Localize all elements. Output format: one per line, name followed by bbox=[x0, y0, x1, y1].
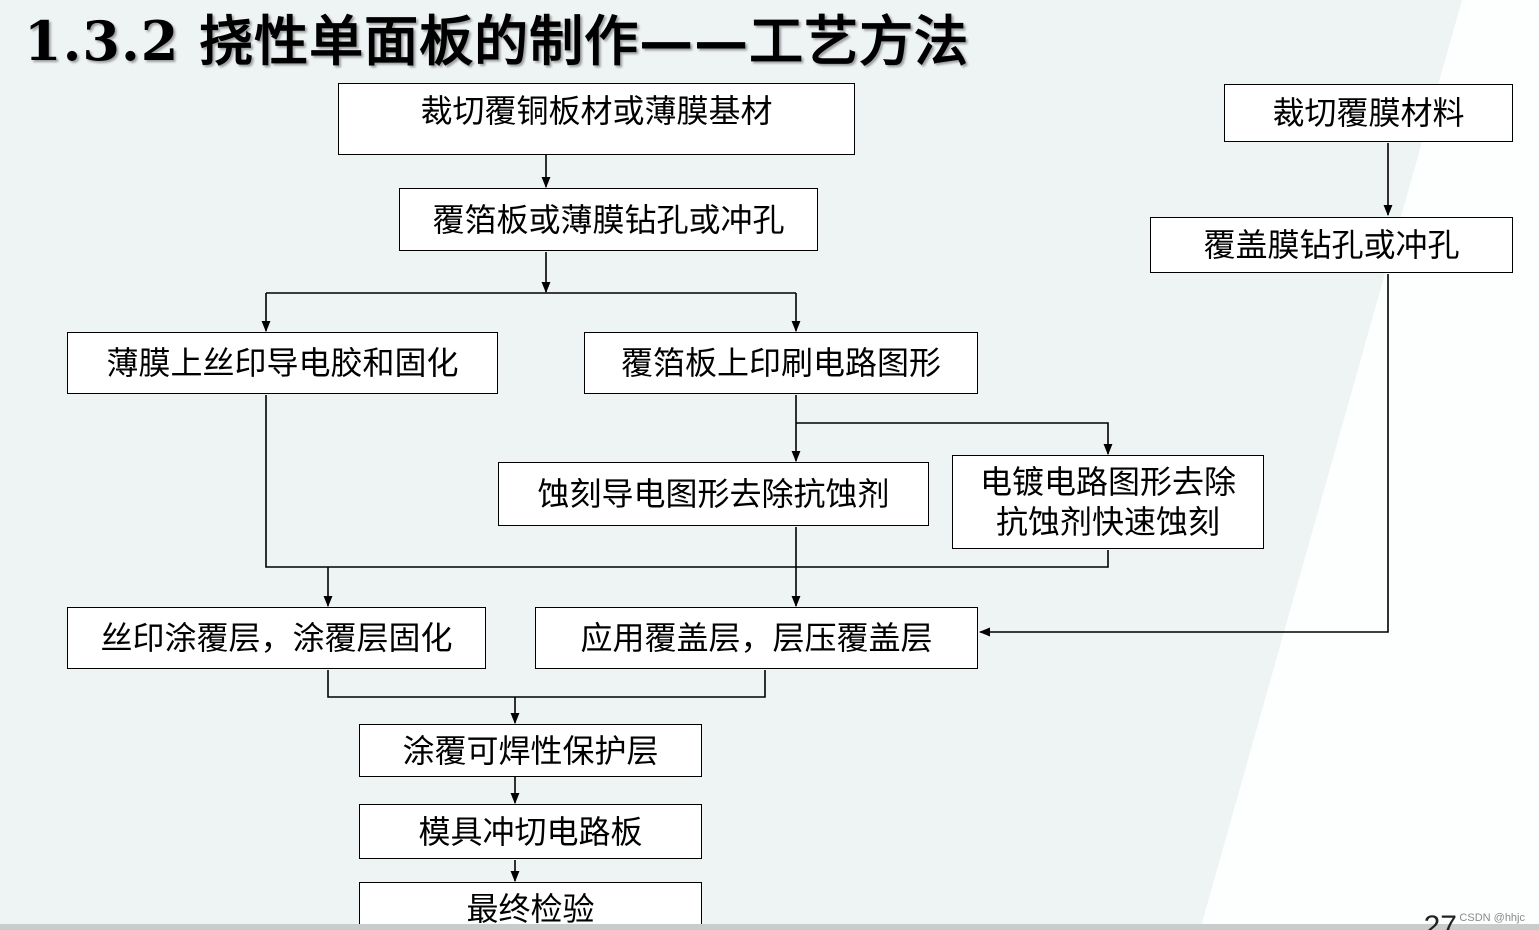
step-final-inspection: 最终检验 bbox=[359, 882, 702, 930]
step-final-inspection-label: 最终检验 bbox=[466, 890, 595, 928]
step-die-cut: 模具冲切电路板 bbox=[359, 804, 702, 859]
step-drill-ccl-label: 覆箔板或薄膜钻孔或冲孔 bbox=[432, 200, 785, 239]
slide-title: 1.3.2 挠性单面板的制作——工艺方法 bbox=[24, 9, 970, 73]
step-plate-strip-line1: 电镀电路图形去除 bbox=[979, 463, 1236, 501]
step-die-cut-label: 模具冲切电路板 bbox=[418, 812, 643, 851]
step-apply-coverlay-label: 应用覆盖层，层压覆盖层 bbox=[580, 619, 933, 657]
step-plate-strip-line2: 抗蚀剂快速蚀刻 bbox=[995, 503, 1220, 541]
step-solderable-coat: 涂覆可焊性保护层 bbox=[359, 724, 702, 777]
step-drill-coverlay-label: 覆盖膜钻孔或冲孔 bbox=[1203, 226, 1460, 264]
step-cut-ccl: 裁切覆铜板材或薄膜基材 bbox=[338, 83, 855, 155]
step-print-circuit: 覆箔板上印刷电路图形 bbox=[584, 332, 978, 394]
step-print-conductive-ink-label: 薄膜上丝印导电胶和固化 bbox=[106, 344, 459, 382]
step-cut-ccl-label: 裁切覆铜板材或薄膜基材 bbox=[420, 92, 773, 130]
step-cut-coverlay-label: 裁切覆膜材料 bbox=[1272, 94, 1465, 132]
step-etch-strip-label: 蚀刻导电图形去除抗蚀剂 bbox=[537, 475, 890, 513]
step-apply-coverlay: 应用覆盖层，层压覆盖层 bbox=[535, 607, 978, 669]
step-plate-strip: 电镀电路图形去除 抗蚀剂快速蚀刻 bbox=[952, 455, 1264, 549]
page-number: 27 bbox=[1423, 910, 1457, 930]
step-etch-strip: 蚀刻导电图形去除抗蚀剂 bbox=[498, 462, 929, 526]
step-screen-coat: 丝印涂覆层，涂覆层固化 bbox=[67, 607, 486, 669]
step-print-circuit-label: 覆箔板上印刷电路图形 bbox=[620, 344, 941, 382]
step-solderable-coat-label: 涂覆可焊性保护层 bbox=[402, 731, 659, 770]
step-drill-ccl: 覆箔板或薄膜钻孔或冲孔 bbox=[399, 188, 818, 251]
step-cut-coverlay: 裁切覆膜材料 bbox=[1224, 84, 1513, 142]
watermark: CSDN @hhjc bbox=[1459, 912, 1525, 924]
step-screen-coat-label: 丝印涂覆层，涂覆层固化 bbox=[100, 619, 453, 657]
bottom-strip bbox=[0, 924, 1539, 930]
step-print-conductive-ink: 薄膜上丝印导电胶和固化 bbox=[67, 332, 498, 394]
step-drill-coverlay: 覆盖膜钻孔或冲孔 bbox=[1150, 217, 1513, 273]
